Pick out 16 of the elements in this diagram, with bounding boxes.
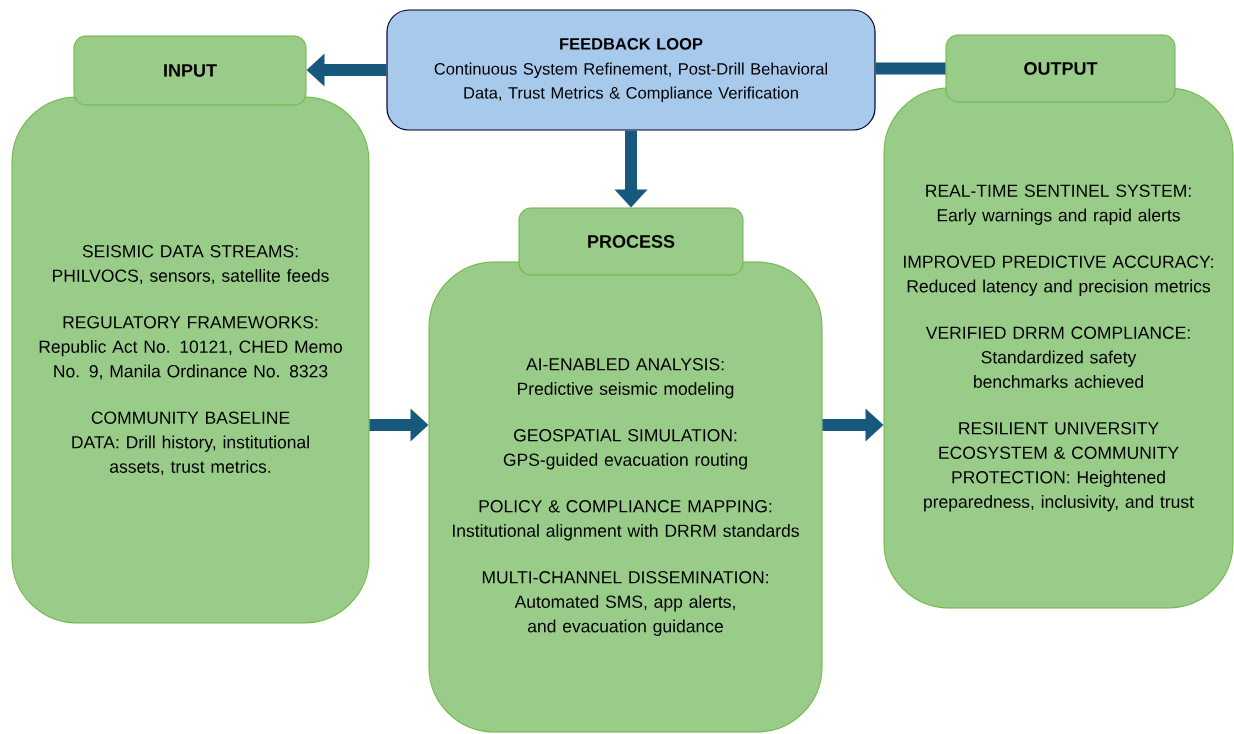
node-label: GEOSPATIAL SIMULATION: GPS-guided evacuation routing: [503, 429, 747, 470]
connector-line: [875, 62, 946, 75]
node-label: MULTI-CHANNEL DISSEMINATION: Automated SMS, app alerts, and evacuation guidance: [482, 571, 768, 636]
header-box: OUTPUT: [945, 34, 1176, 103]
content-panel: SEISMIC DATA STREAMS: PHILVOCS, sensors, satellite feeds REGULATORY FRAMEWORKS: Republic Act No. 10121, CHED Memo No. 9, Manila Ordinance No. 8323 COMMUNITY BASELINE DATA: Drill history, institutional assets, trust metrics.: [11, 96, 370, 624]
content-panel: AI-ENABLED ANALYSIS: Predictive seismic modeling GEOSPATIAL SIMULATION: GPS-guided evacuation routing POLICY & COMPLIANCE MAPPING: Institutional alignment with DRRM standards MULTI-CHANNEL DISSEMINATION: Automated SMS, app alerts, and evacuation guidance: [428, 261, 823, 733]
node-label: RESILIENT UNIVERSITY ECOSYSTEM & COMMUNITY PROTECTION: Heightened preparedness, inclusivity, and trust: [924, 422, 1194, 512]
node-label: VERIFIED DRRM COMPLIANCE: Standardized safety benchmarks achieved: [925, 326, 1190, 388]
node-label: AI-ENABLED ANALYSIS: Predictive seismic modeling: [518, 358, 734, 399]
node-label: REAL-TIME SENTINEL SYSTEM: Early warnings and rapid alerts: [926, 184, 1191, 225]
node-label: POLICY & COMPLIANCE MAPPING: Institutional alignment with DRRM standards: [453, 500, 799, 541]
header-box: PROCESS: [518, 207, 744, 276]
feedback-box: FEEDBACK LOOP Continuous System Refinement, Post-Drill Behavioral Data, Trust Metrics & Compliance Verification: [386, 9, 876, 131]
content-panel: REAL-TIME SENTINEL SYSTEM: Early warnings and rapid alerts IMPROVED PREDICTIVE ACCURACY: Reduced latency and precision metrics VERIFIED DRRM COMPLIANCE: Standardized safety benchmarks achieved RESILIENT UNIVERSITY ECOSYSTEM & COMMUNITY PROTECTION: Heightened preparedness, inclusivity, and trust: [883, 87, 1234, 609]
header-box: INPUT: [73, 35, 307, 106]
node-label: IMPROVED PREDICTIVE ACCURACY: Reduced latency and precision metrics: [904, 255, 1213, 296]
